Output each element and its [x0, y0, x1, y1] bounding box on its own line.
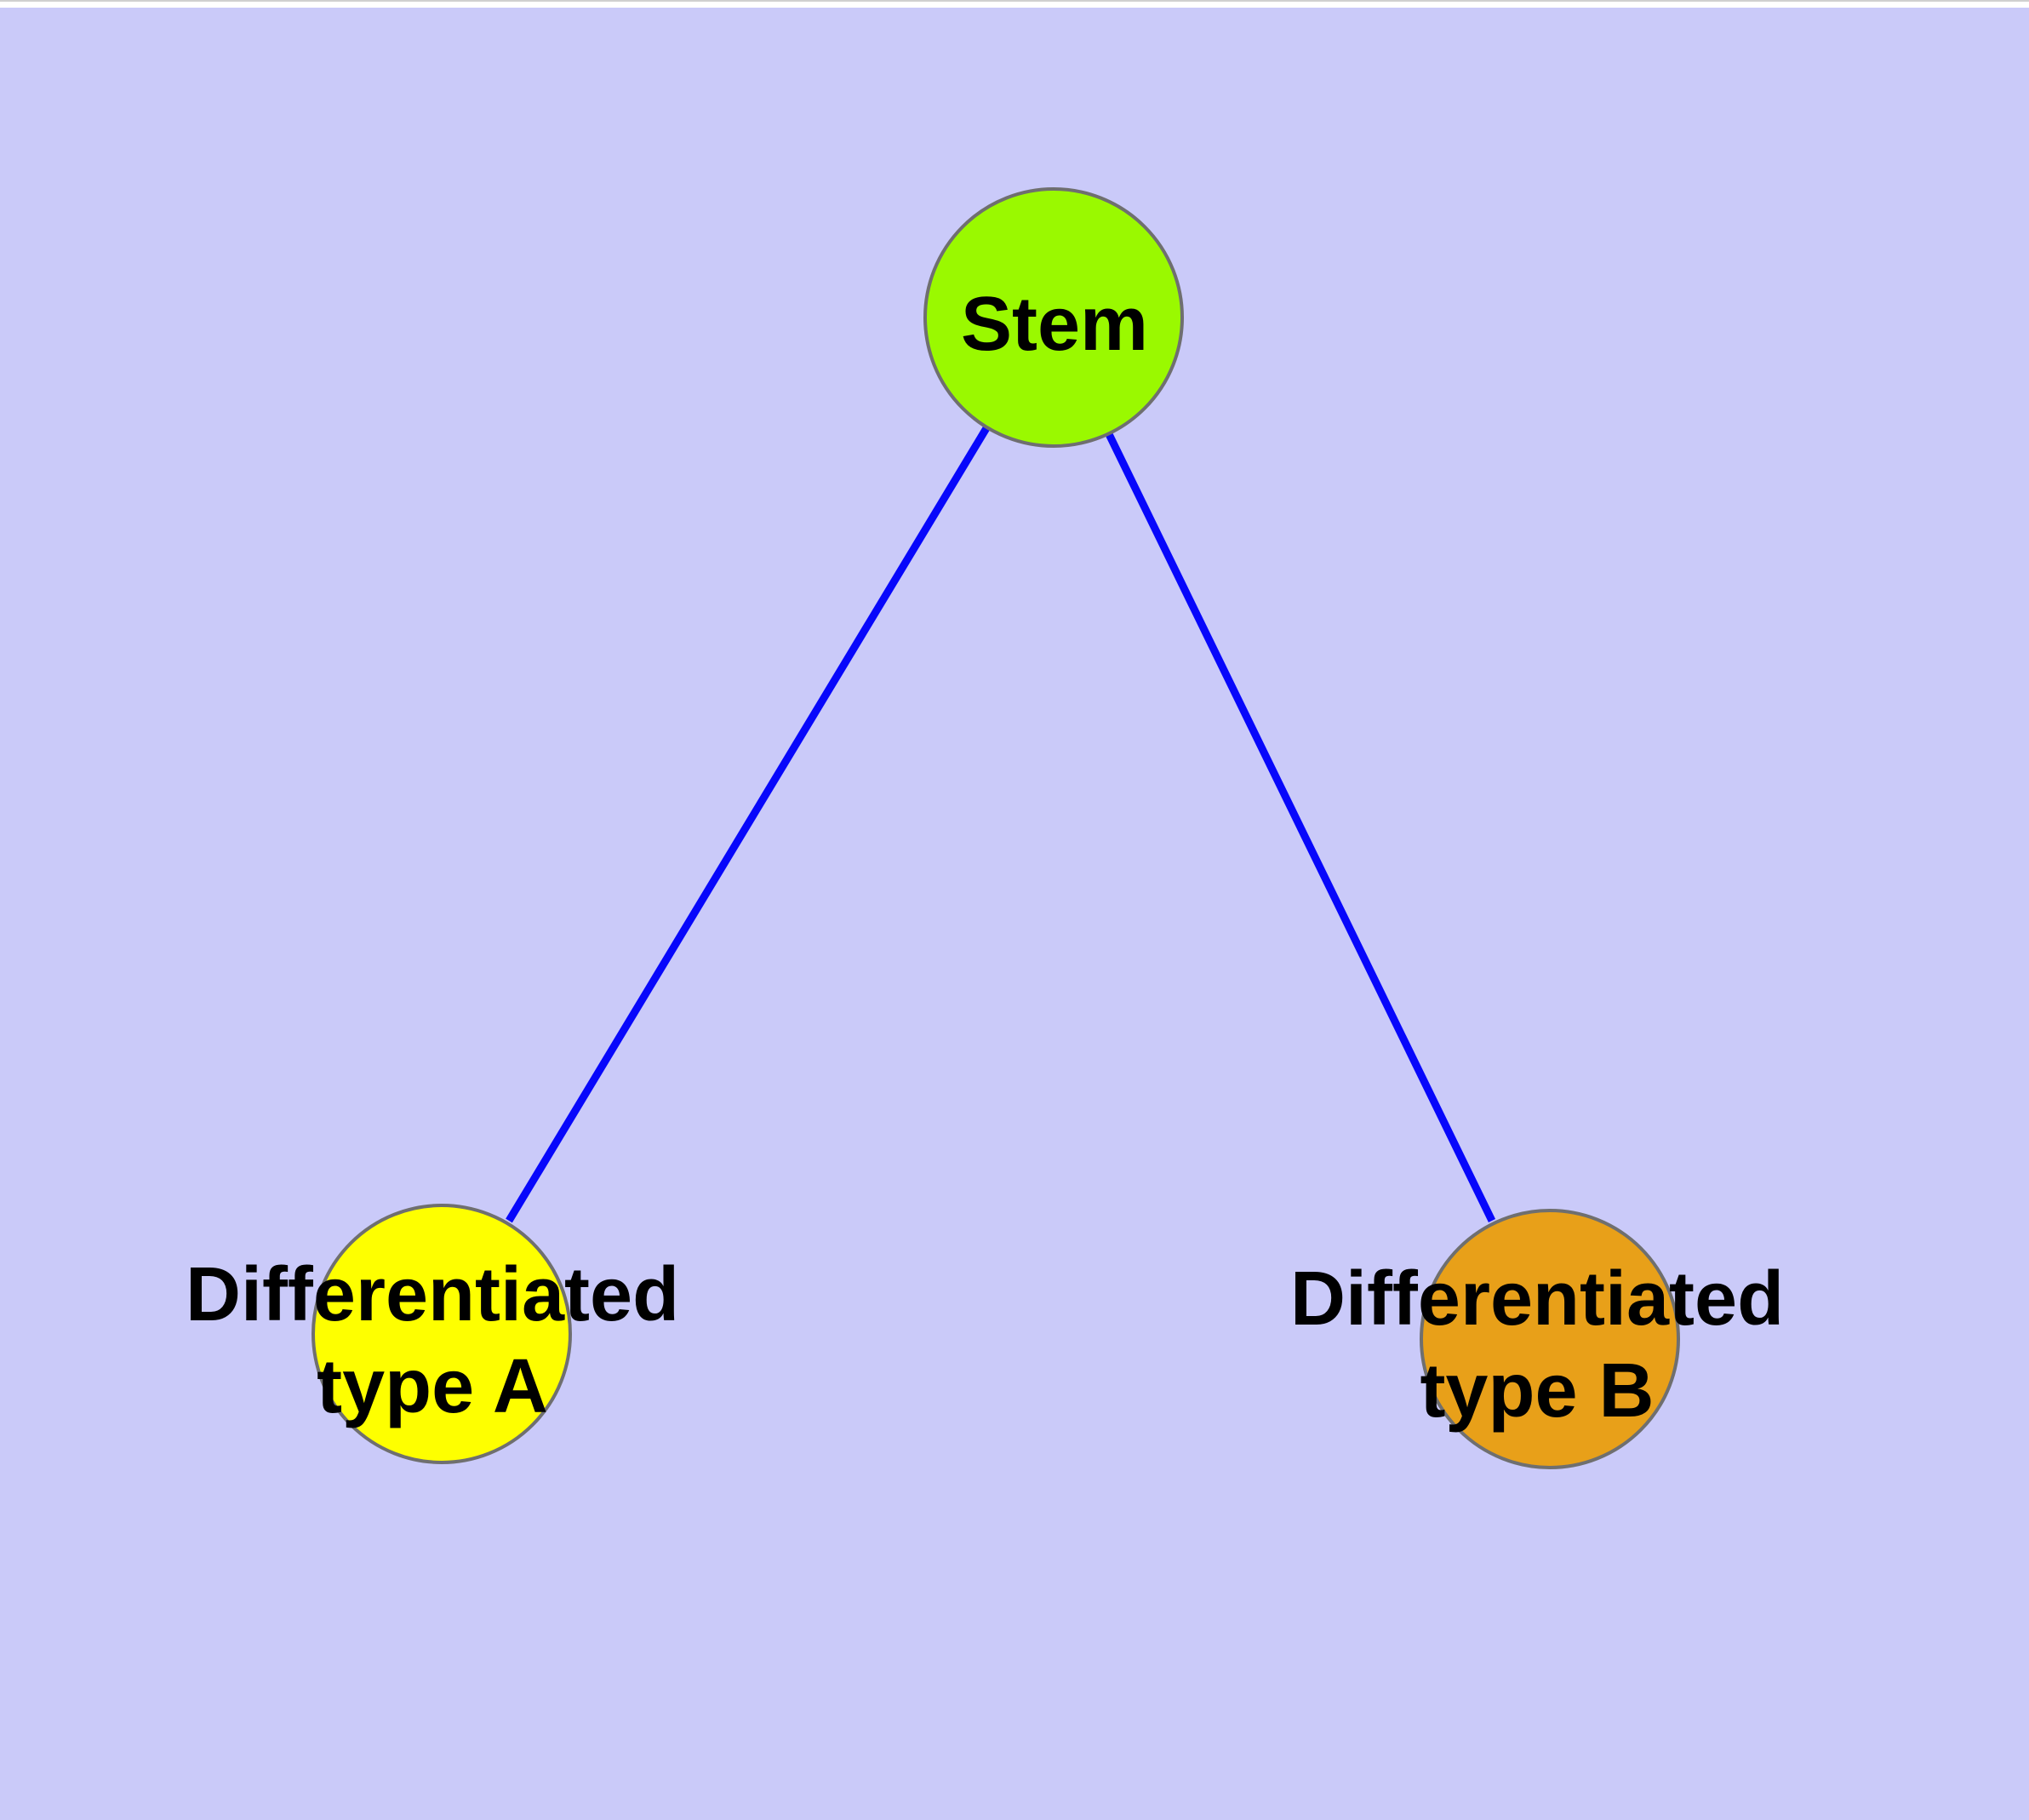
- node-type-a-label: Differentiated type A: [186, 1249, 679, 1433]
- edge-stem-to-type-b: [1105, 432, 1496, 1222]
- node-type-a-label-line1: Differentiated: [185, 1252, 680, 1337]
- node-type-a-label-line2: type A: [317, 1344, 548, 1429]
- edge-stem-to-type-a: [506, 426, 990, 1223]
- node-differentiated-type-a: [311, 1204, 572, 1464]
- node-type-b-label-line2: type B: [1420, 1348, 1655, 1434]
- node-stem-label-line1: Stem: [960, 282, 1149, 367]
- node-type-b-label: Differentiated type B: [1290, 1253, 1784, 1437]
- window-top-strip: [0, 0, 2029, 8]
- node-differentiated-type-b: [1420, 1209, 1680, 1469]
- node-type-b-label-line1: Differentiated: [1289, 1256, 1785, 1342]
- node-stem-label: Stem: [961, 278, 1148, 370]
- node-stem: [923, 187, 1184, 448]
